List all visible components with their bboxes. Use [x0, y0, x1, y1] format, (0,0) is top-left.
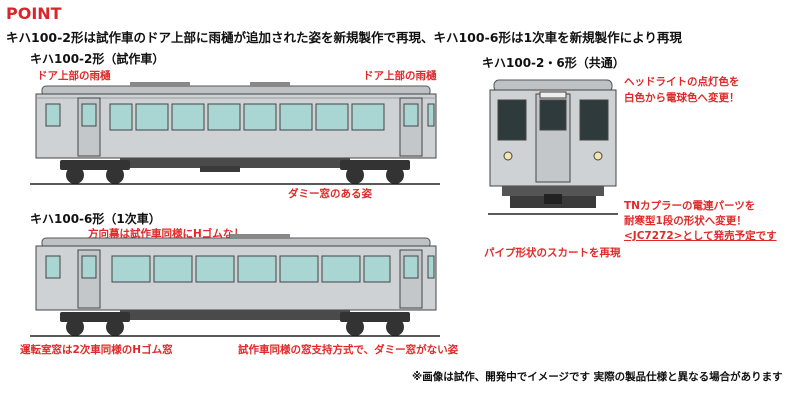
- coupler-note-line2: 耐寒型1段の形状へ変更！: [624, 215, 747, 227]
- car-6-callout-cab: 運転室窓は2次車同様のHゴム窓: [20, 344, 173, 356]
- car-2-callout-dummy: ダミー窓のある姿: [288, 188, 372, 200]
- front-title: キハ100-2・6形（共通）: [482, 56, 625, 70]
- skirt-note: パイプ形状のスカートを再現: [484, 247, 621, 259]
- coupler-note-line1: TNカプラーの電連パーツを: [624, 200, 756, 212]
- front-illustration: [488, 79, 618, 215]
- headlight-note-line1: ヘッドライトの点灯色を: [624, 76, 740, 88]
- car-6-callout-sign: 方向幕は試作車同様にHゴムなし: [88, 228, 244, 240]
- disclaimer-footnote: ※画像は試作、開発中でイメージです 実際の製品仕様と異なる場合があります: [412, 371, 783, 383]
- headline-text: キハ100-2形は試作車のドア上部に雨樋が追加された姿を新規製作で再現、キハ10…: [6, 30, 682, 45]
- car-6-callout-window: 試作車同様の窓支持方式で、ダミー窓がない姿: [238, 344, 459, 356]
- headlight-note-line2: 白色から電球色へ変更！: [624, 92, 740, 104]
- point-label: POINT: [6, 4, 62, 23]
- car-2-callout-right: ドア上部の雨樋: [363, 70, 437, 82]
- car-6-side-illustration: [30, 234, 440, 337]
- coupler-product-link[interactable]: <JC7272>として発売予定です: [624, 230, 777, 242]
- car-2-title: キハ100-2形（試作車）: [30, 52, 165, 66]
- car-2-callout-left: ドア上部の雨樋: [37, 70, 111, 82]
- car-2-side-illustration: [30, 82, 440, 185]
- car-6-title: キハ100-6形（1次車）: [30, 212, 161, 226]
